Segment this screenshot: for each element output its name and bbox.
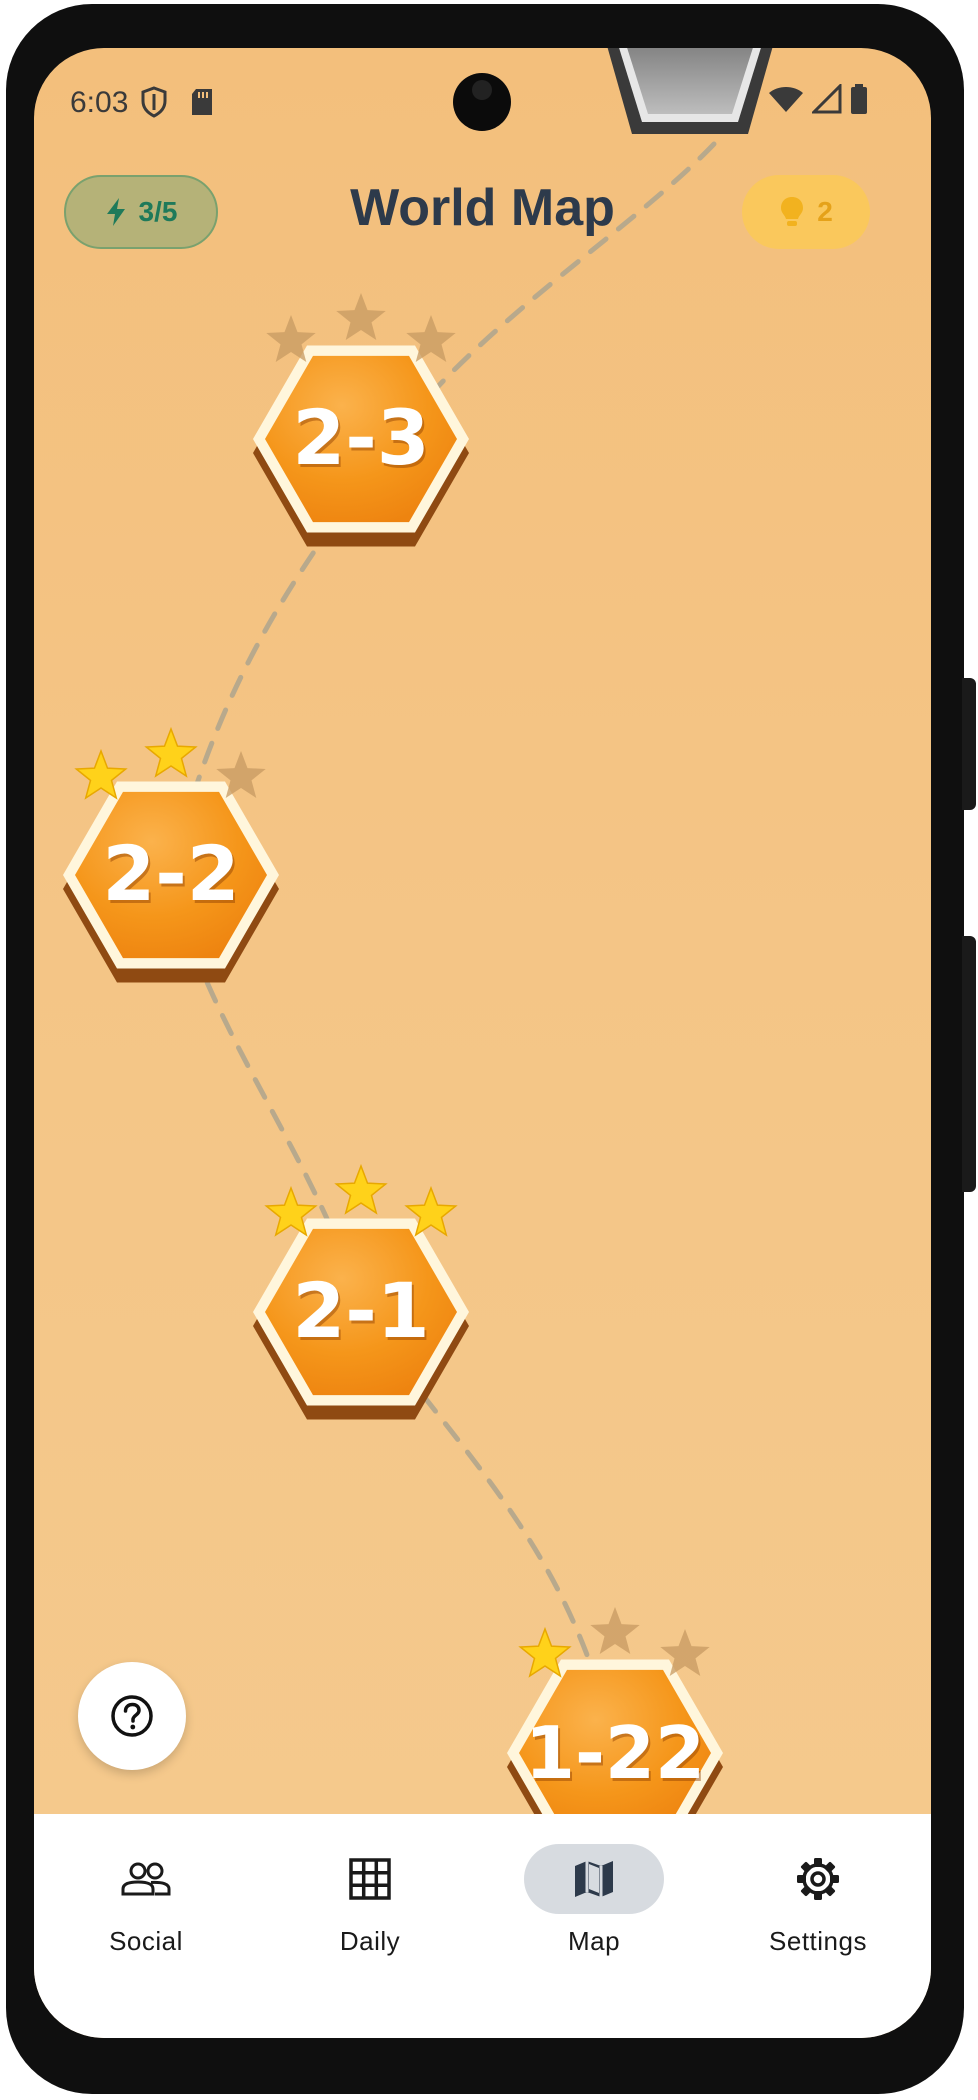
gear-icon: [797, 1858, 839, 1900]
nav-icon-container-active: [524, 1844, 664, 1914]
nav-label-daily: Daily: [339, 1926, 401, 1956]
sd-card-icon: [192, 89, 212, 115]
page-title: World Map: [350, 179, 615, 237]
level-label: 2-2: [102, 829, 239, 918]
map-icon: [575, 1861, 613, 1897]
locked-level-node[interactable]: [602, 48, 778, 134]
level-node-2-2[interactable]: 2-22-2: [63, 726, 279, 983]
grid-icon: [349, 1858, 391, 1900]
level-label-shadow: 2-1: [294, 1269, 431, 1358]
level-hex: [75, 791, 267, 959]
level-node-2-1[interactable]: 2-12-1: [253, 1163, 469, 1420]
shield-icon: [141, 86, 167, 118]
level-label: 2-1: [292, 1266, 429, 1355]
help-button[interactable]: [78, 1662, 186, 1770]
nav-label-map: Map: [567, 1926, 621, 1956]
nav-item-map[interactable]: Map: [482, 1814, 706, 2038]
nav-icon-container: [748, 1844, 888, 1914]
status-bar: 6:03: [34, 48, 931, 148]
star-earned-icon: [334, 1163, 388, 1215]
star-earned-icon: [144, 726, 198, 778]
lightbulb-icon: [781, 197, 804, 226]
level-hex: [519, 1669, 711, 1837]
level-node-1-22[interactable]: 1-221-22: [507, 1607, 723, 1861]
level-label-shadow: 1-22: [527, 1714, 707, 1798]
nav-label-settings: Settings: [769, 1926, 867, 1956]
hints-label: 2: [817, 196, 833, 227]
lightning-bolt-icon: [106, 198, 125, 226]
star-empty-icon: [216, 751, 266, 798]
nav-item-social[interactable]: Social: [34, 1814, 258, 2038]
star-earned-icon: [518, 1626, 572, 1678]
hints-counter[interactable]: 2: [742, 175, 870, 249]
star-earned-icon: [74, 748, 128, 800]
nav-label-social: Social: [109, 1926, 183, 1956]
energy-counter[interactable]: 3/5: [64, 175, 218, 249]
star-earned-icon: [264, 1185, 318, 1237]
battery-icon: [851, 84, 867, 114]
level-label: 2-3: [292, 393, 429, 482]
power-button: [962, 678, 976, 810]
status-time: 6:03: [70, 86, 129, 119]
level-hex: [265, 355, 457, 523]
star-earned-icon: [404, 1185, 458, 1237]
star-empty-icon: [660, 1629, 710, 1676]
nav-item-settings[interactable]: Settings: [706, 1814, 930, 2038]
cell-signal-icon: [812, 84, 842, 114]
level-node-2-3[interactable]: 2-32-3: [253, 293, 469, 547]
nav-icon-container: [76, 1844, 216, 1914]
nav-item-daily[interactable]: Daily: [258, 1814, 482, 2038]
bottom-navigation: Social Daily Map: [34, 1814, 931, 2038]
nav-icon-container: [300, 1844, 440, 1914]
wifi-icon: [769, 87, 803, 112]
level-label-shadow: 2-3: [294, 396, 431, 485]
star-empty-icon: [336, 293, 386, 340]
star-empty-icon: [590, 1607, 640, 1654]
star-empty-icon: [406, 315, 456, 362]
star-empty-icon: [266, 315, 316, 362]
front-camera: [453, 73, 511, 131]
world-map: 2-32-3 2-22-2 2-12-11-221-22: [63, 48, 778, 1861]
level-label: 1-22: [525, 1711, 705, 1795]
level-label-shadow: 2-2: [104, 832, 241, 921]
energy-label: 3/5: [138, 196, 178, 227]
volume-button: [962, 936, 976, 1192]
level-hex: [265, 1228, 457, 1396]
question-circle-icon: [111, 1695, 153, 1737]
level-path: [168, 141, 717, 1756]
people-icon: [121, 1862, 171, 1896]
